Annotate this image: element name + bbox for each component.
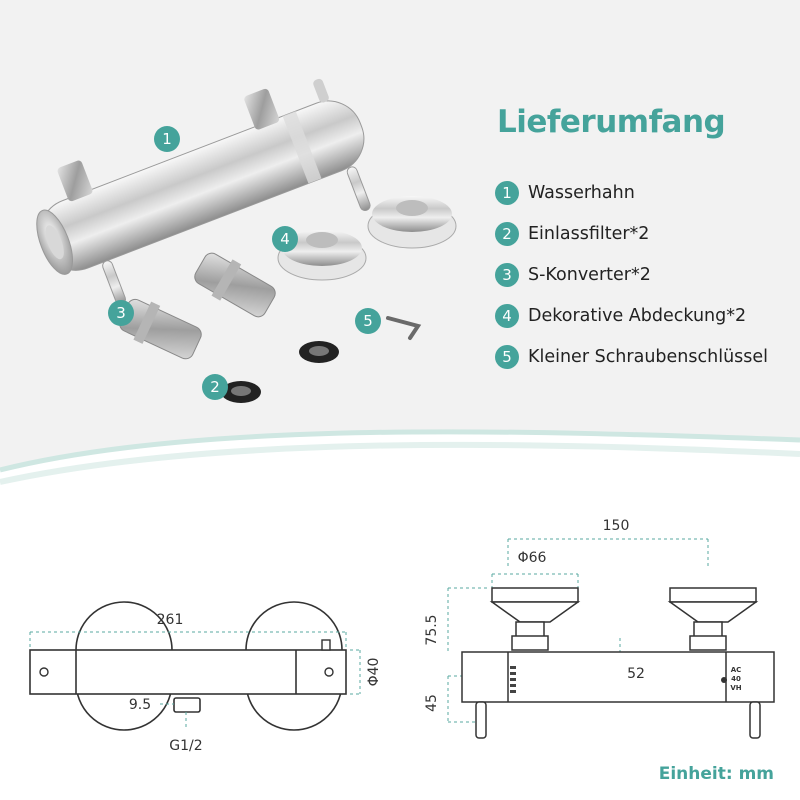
item-number: 5 — [495, 344, 519, 369]
dim-thread: G1/2 — [169, 738, 202, 754]
item-label: Wasserhahn — [528, 182, 635, 203]
item-number: 3 — [495, 262, 519, 287]
dim-length: 261 — [157, 612, 184, 628]
item-label: Dekorative Abdeckung*2 — [528, 305, 747, 326]
dial-mark-vh: VH — [730, 684, 741, 692]
section-title: Lieferumfang — [497, 104, 726, 140]
list-item: 4 Dekorative Abdeckung*2 — [495, 295, 768, 336]
product-illustration — [36, 78, 457, 403]
item-label: S-Konverter*2 — [528, 264, 651, 285]
front-view-drawing: 261 Φ40 9.5 G1/2 — [29, 601, 382, 754]
dim-offset: 9.5 — [129, 697, 151, 713]
list-item: 1 Wasserhahn — [495, 172, 768, 213]
side-view-drawing: 150 Φ66 75.5 52 45 AC 40 VH — [424, 518, 775, 739]
dim-diameter: Φ40 — [366, 658, 382, 687]
dial-mark-ac: AC — [731, 666, 742, 674]
dim-body: 52 — [627, 666, 645, 682]
dim-centers: 150 — [603, 518, 630, 534]
unit-label: Einheit: mm — [658, 764, 774, 784]
list-item: 5 Kleiner Schraubenschlüssel — [495, 336, 768, 377]
contents-list: 1 Wasserhahn 2 Einlassfilter*2 3 S-Konverte… — [495, 172, 768, 377]
list-item: 2 Einlassfilter*2 — [495, 213, 768, 254]
item-label: Einlassfilter*2 — [528, 223, 650, 244]
dim-height-top: 75.5 — [424, 614, 440, 645]
item-number: 2 — [495, 221, 519, 246]
dim-flange: Φ66 — [518, 550, 547, 566]
dim-height-bottom: 45 — [424, 694, 440, 712]
callout-1: 1 — [154, 126, 180, 152]
faucet — [36, 78, 371, 305]
list-item: 3 S-Konverter*2 — [495, 254, 768, 295]
item-label: Kleiner Schraubenschlüssel — [528, 346, 769, 367]
callout-5: 5 — [355, 308, 381, 334]
callout-4: 4 — [272, 226, 298, 252]
item-number: 1 — [495, 180, 519, 205]
dial-mark-40: 40 — [731, 675, 741, 683]
callout-3: 3 — [108, 300, 134, 326]
wave-divider — [0, 429, 800, 530]
item-number: 4 — [495, 303, 519, 328]
callout-2: 2 — [202, 374, 228, 400]
